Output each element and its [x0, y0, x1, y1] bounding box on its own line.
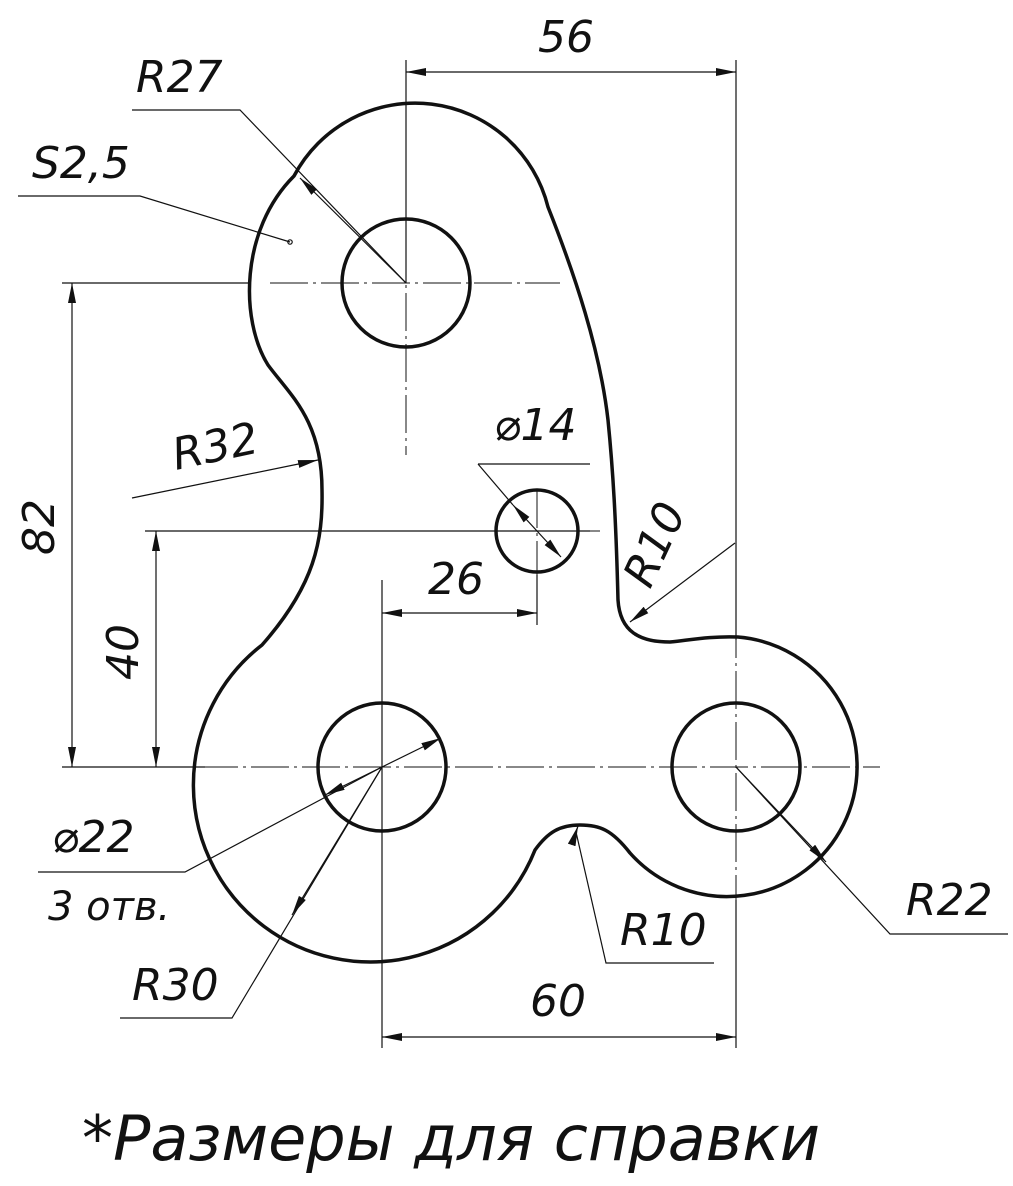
dim-d22-line	[324, 737, 442, 796]
center-lines	[200, 140, 880, 950]
reference-note: *Размеры для справки	[82, 1102, 820, 1175]
label-40: 40	[98, 624, 149, 680]
part-outline	[191, 101, 859, 964]
label-r30: R30	[132, 960, 219, 1011]
label-r32: R32	[168, 413, 263, 481]
label-d14: ⌀14	[494, 400, 576, 451]
label-26: 26	[428, 554, 484, 605]
label-d22: ⌀22	[52, 812, 134, 863]
label-r27: R27	[136, 52, 223, 103]
leader-lines	[18, 109, 1008, 1019]
dimension-lines	[68, 68, 736, 1041]
label-holes: 3 отв.	[48, 884, 170, 930]
label-r22: R22	[906, 875, 993, 926]
label-56: 56	[538, 12, 594, 63]
label-82: 82	[14, 499, 65, 555]
label-r10-bottom: R10	[620, 905, 707, 956]
label-60: 60	[530, 976, 586, 1027]
dim-d14-line	[512, 504, 562, 558]
label-r10-top: R10	[614, 495, 697, 595]
label-s25: S2,5	[32, 138, 130, 189]
